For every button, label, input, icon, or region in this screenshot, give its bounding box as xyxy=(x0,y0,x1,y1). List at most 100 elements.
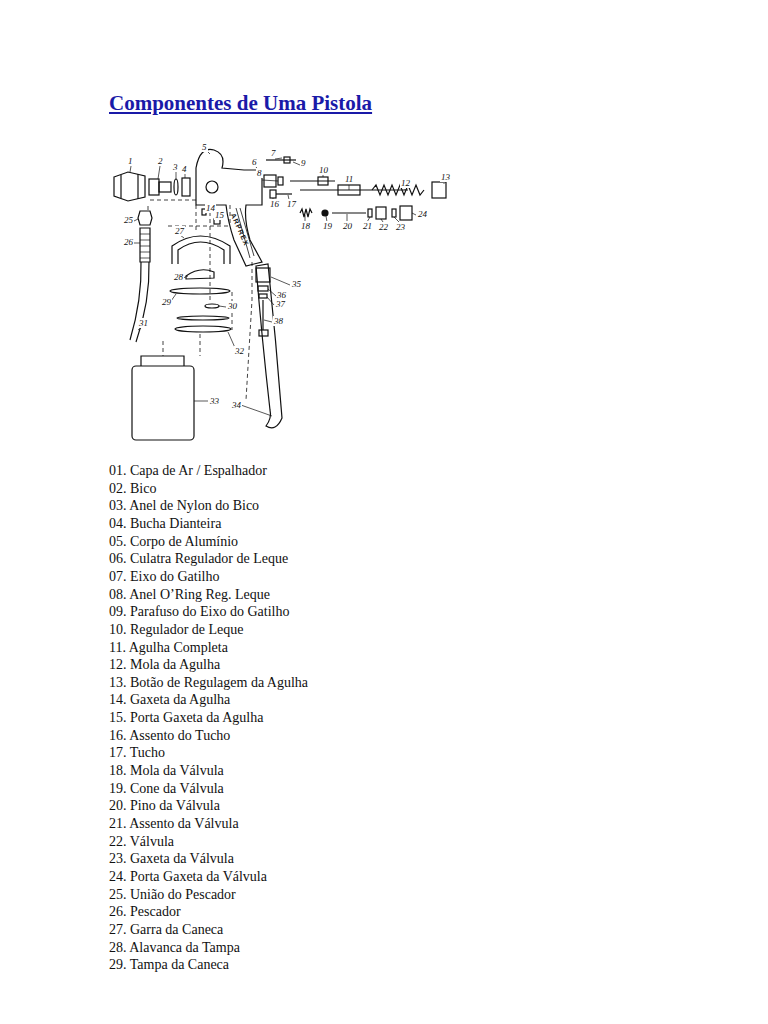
callout-number: 27 xyxy=(174,226,185,236)
callout-number: 2 xyxy=(157,156,164,166)
parts-list-item: 13. Botão de Regulagem da Agulha xyxy=(109,674,308,691)
callout-number: 11 xyxy=(344,174,354,184)
parts-list-item: 29. Tampa da Caneca xyxy=(109,956,229,973)
gun-parts-shape xyxy=(170,288,230,294)
gun-parts-shape xyxy=(140,234,150,258)
parts-list-item: 04. Bucha Dianteira xyxy=(109,515,221,532)
callout-number: 13 xyxy=(440,172,451,182)
gun-parts-shape xyxy=(368,209,372,217)
callout-number: 8 xyxy=(256,168,263,178)
gun-parts-shape xyxy=(256,268,270,282)
callout-number: 9 xyxy=(300,158,307,168)
parts-list-item: 19. Cone da Válvula xyxy=(109,780,224,797)
callout-number: 1 xyxy=(127,156,134,166)
gun-parts-shape xyxy=(172,236,230,264)
callout-number: 19 xyxy=(322,221,333,231)
callout-number: 37 xyxy=(275,299,286,309)
callout-number: 7 xyxy=(270,148,277,158)
parts-list-item: 05. Corpo de Alumínio xyxy=(109,533,238,550)
gun-parts-shape xyxy=(163,334,200,356)
gun-parts-shape xyxy=(256,264,282,428)
gun-parts-shape xyxy=(259,330,268,336)
callout-number: 34 xyxy=(231,400,242,410)
parts-list-item: 23. Gaxeta da Válvula xyxy=(109,850,234,867)
gun-parts-shape xyxy=(150,200,230,226)
gun-parts-shape xyxy=(114,172,145,201)
parts-list-item: 16. Assento do Tucho xyxy=(109,727,230,744)
gun-parts-shape xyxy=(246,262,252,400)
gun-parts-shape xyxy=(120,175,121,198)
callout-number: 25 xyxy=(123,215,134,225)
callout-number: 6 xyxy=(251,157,258,167)
gun-parts-shape xyxy=(270,190,276,198)
parts-list-item: 14. Gaxeta da Agulha xyxy=(109,691,230,708)
gun-parts-shape xyxy=(137,174,138,199)
parts-list-item: 07. Eixo do Gatilho xyxy=(109,568,219,585)
gun-parts-shape xyxy=(175,326,231,332)
gun-parts-shape xyxy=(276,193,292,194)
gun-parts-shape xyxy=(284,157,290,163)
leader-lines xyxy=(130,151,444,416)
callout-number: 24 xyxy=(417,209,428,219)
parts-list-item: 20. Pino da Válvula xyxy=(109,797,220,814)
gun-parts-shape xyxy=(259,294,267,298)
parts-list-item: 09. Parafuso do Eixo do Gatilho xyxy=(109,603,289,620)
parts-list-item: 01. Capa de Ar / Espalhador xyxy=(109,462,267,479)
callout-number: 12 xyxy=(400,178,411,188)
callout-number: 17 xyxy=(286,199,297,209)
parts-list-item: 21. Assento da Válvula xyxy=(109,815,239,832)
parts-list-item: 18. Mola da Válvula xyxy=(109,762,224,779)
gun-parts-shape xyxy=(149,179,159,195)
parts-list-item: 11. Agulha Completa xyxy=(109,639,228,656)
callout-number: 21 xyxy=(362,221,373,231)
parts-list-item: 06. Culatra Regulador de Leque xyxy=(109,550,288,567)
gun-parts-shape xyxy=(148,205,232,330)
callout-number: 31 xyxy=(138,318,149,328)
callout-number: 5 xyxy=(201,142,208,152)
gun-parts-shape xyxy=(432,182,446,198)
gun-parts-shape xyxy=(300,189,408,190)
gun-parts-shape xyxy=(400,206,412,220)
callout-number: 20 xyxy=(342,221,353,231)
gun-parts-shape xyxy=(132,366,194,440)
gun-parts-shape xyxy=(392,209,396,217)
callout-number: 15 xyxy=(214,210,225,220)
gun-parts-shape xyxy=(138,211,152,225)
gun-parts-shape xyxy=(332,212,366,213)
parts-list-item: 24. Porta Gaxeta da Válvula xyxy=(109,868,267,885)
gun-parts-shape xyxy=(262,300,263,330)
gun-parts-shape xyxy=(130,262,149,342)
gun-parts-shape xyxy=(141,356,184,366)
gun-parts-shape xyxy=(300,209,312,217)
gun-parts-shape xyxy=(376,207,386,219)
parts-list-item: 27. Garra da Caneca xyxy=(109,921,223,938)
callout-number: 4 xyxy=(181,164,188,174)
gun-parts-shape xyxy=(174,179,178,195)
gun-parts-shape xyxy=(182,178,190,196)
callout-number: 22 xyxy=(378,222,389,232)
gun-parts-shape xyxy=(372,185,424,195)
parts-list-item: 28. Alavanca da Tampa xyxy=(109,939,240,956)
gun-parts-shape xyxy=(258,286,268,291)
callout-number: 28 xyxy=(173,272,184,282)
parts-list-item: 08. Anel O’Ring Reg. Leque xyxy=(109,586,270,603)
parts-list-item: 26. Pescador xyxy=(109,903,181,920)
callout-number: 38 xyxy=(273,316,284,326)
callout-number: 3 xyxy=(172,162,179,172)
gun-parts-shape xyxy=(278,177,283,185)
diagram-title: Componentes de Uma Pistola xyxy=(109,91,372,116)
gun-parts-shape xyxy=(177,316,229,320)
parts-list-item: 12. Mola da Agulha xyxy=(109,656,220,673)
callout-number: 32 xyxy=(234,346,245,356)
parts-list-item: 15. Porta Gaxeta da Agulha xyxy=(109,709,263,726)
gun-parts-shape xyxy=(322,210,328,216)
gun-parts-shape xyxy=(159,182,171,192)
gun-parts-shape xyxy=(196,149,262,266)
parts-list-item: 22. Válvula xyxy=(109,833,174,850)
gun-parts-shape xyxy=(318,177,328,185)
parts-list-item: 03. Anel de Nylon do Bico xyxy=(109,497,259,514)
gun-parts-shape xyxy=(266,159,296,160)
callout-number: 16 xyxy=(269,199,280,209)
callout-number: 18 xyxy=(300,221,311,231)
leader-lines-shape xyxy=(134,219,290,416)
